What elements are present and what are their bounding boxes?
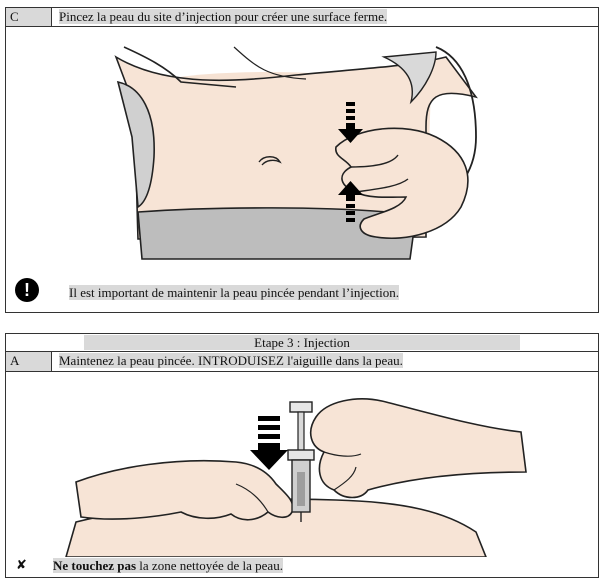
instruction-row-c: C Pincez la peau du site d’injection pou… (6, 8, 598, 27)
instruction-text: Maintenez la peau pincée. INTRODUISEZ l'… (59, 353, 403, 368)
instruction-row-a: A Maintenez la peau pincée. INTRODUISEZ … (6, 352, 598, 372)
step-header-row: Etape 3 : Injection (6, 334, 598, 352)
instruction-box-c: C Pincez la peau du site d’injection pou… (5, 7, 599, 313)
step-letter: A (6, 352, 52, 371)
pinch-skin-illustration (114, 46, 478, 260)
instruction-box-etape3: Etape 3 : Injection A Maintenez la peau … (5, 333, 599, 578)
warning-text: Il est important de maintenir la peau pi… (69, 285, 399, 300)
note-text: la zone nettoyée de la peau. (136, 558, 283, 573)
note-bold-text: Ne touchez pas (53, 558, 137, 573)
injection-illustration (65, 398, 527, 557)
instruction-text: Pincez la peau du site d’injection pour … (59, 9, 388, 24)
step-letter: C (6, 8, 52, 26)
step-header: Etape 3 : Injection (84, 335, 520, 350)
exclamation-circle-icon: ! (15, 278, 39, 302)
cross-mark-icon: ✘ (16, 558, 27, 573)
